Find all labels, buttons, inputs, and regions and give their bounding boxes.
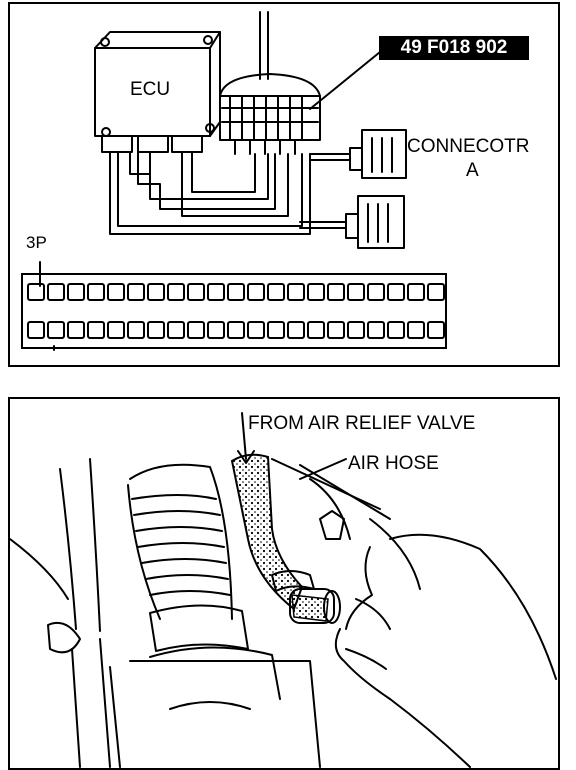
pin-cell	[147, 283, 165, 301]
pin-cell	[127, 283, 145, 301]
pin-cell	[167, 321, 185, 339]
pin-cell	[347, 321, 365, 339]
pin-cell	[347, 283, 365, 301]
pin-cell	[27, 283, 45, 301]
pin-cell	[227, 321, 245, 339]
air-hose-photo: FROM AIR RELIEF VALVE AIR HOSE	[8, 397, 560, 770]
pin-cell	[187, 321, 205, 339]
pin-cell	[107, 321, 125, 339]
pin-cell	[207, 283, 225, 301]
pin-cell	[427, 283, 445, 301]
ecu-connection-diagram: ECU 49 F018 902 CONNECOTR A 3P	[8, 2, 560, 367]
pin-cell	[207, 321, 225, 339]
pin-cell	[287, 283, 305, 301]
air-hose-illustration	[10, 412, 557, 768]
pin-cell	[307, 321, 325, 339]
pin-cell	[367, 321, 385, 339]
pin-cell	[247, 321, 265, 339]
ecu-label: ECU	[130, 79, 171, 100]
pin-cell	[147, 321, 165, 339]
connector-pin-panel	[21, 273, 447, 349]
air-hose	[230, 453, 304, 611]
pin-cell	[327, 321, 345, 339]
pin-cell	[367, 283, 385, 301]
pin-cell	[67, 321, 85, 339]
pin-cell	[127, 321, 145, 339]
pin-cell	[287, 321, 305, 339]
pin-cell	[387, 321, 405, 339]
pin-cell	[167, 283, 185, 301]
pin-cell	[87, 321, 105, 339]
pin-cell	[227, 283, 245, 301]
part-number-label: 49 F018 902	[379, 36, 529, 60]
pin-3p-label: 3P	[26, 233, 47, 252]
pin-cell	[427, 321, 445, 339]
pin-cell	[107, 283, 125, 301]
pin-cell	[47, 321, 65, 339]
pin-cell	[67, 283, 85, 301]
from-air-relief-valve-label: FROM AIR RELIEF VALVE	[248, 413, 476, 434]
pin-cell	[187, 283, 205, 301]
pin-cell	[87, 283, 105, 301]
pin-cell	[27, 321, 45, 339]
pin-cell	[267, 321, 285, 339]
pin-cell	[307, 283, 325, 301]
pin-cell	[327, 283, 345, 301]
connector-label: CONNECOTR	[407, 136, 530, 157]
pin-cell	[407, 321, 425, 339]
pin-cell	[387, 283, 405, 301]
ecu-wiring-illustration	[21, 11, 447, 351]
pin-cell	[407, 283, 425, 301]
pin-cell	[47, 283, 65, 301]
pin-cell	[247, 283, 265, 301]
air-hose-label: AIR HOSE	[348, 453, 439, 474]
connector-letter-label: A	[466, 160, 479, 181]
pin-cell	[267, 283, 285, 301]
